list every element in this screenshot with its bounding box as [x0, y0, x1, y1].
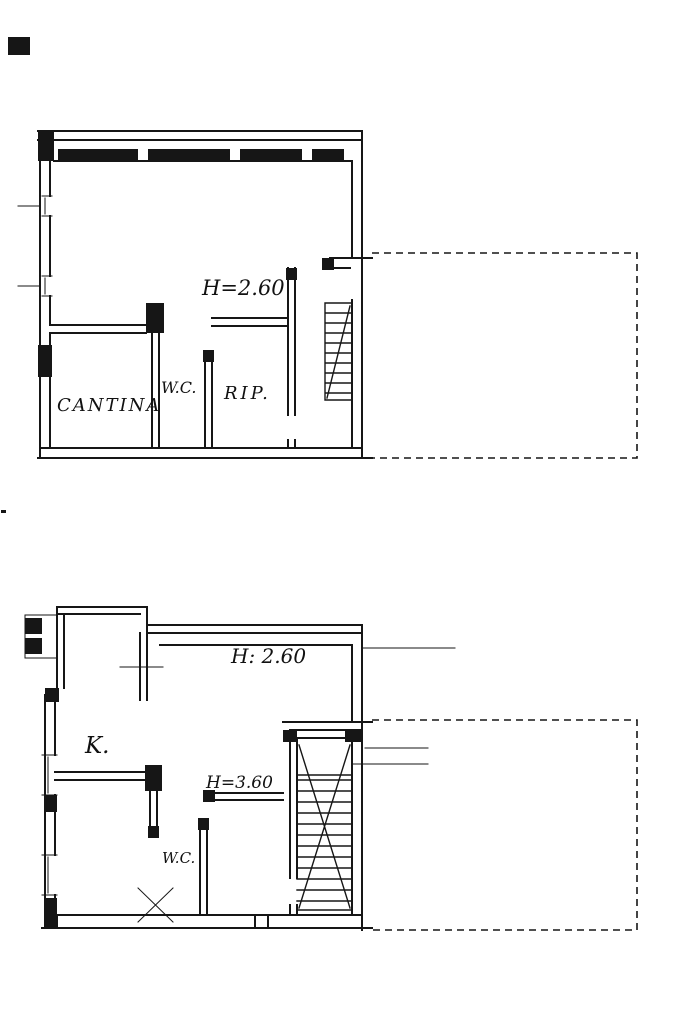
lower-floor-plan: H: 2.60 K. H=3.60 W.C. [24, 606, 638, 931]
room-label-wc-lower: W.C. [162, 849, 195, 867]
upper-plan-staircase [324, 302, 353, 401]
scan-speck [1, 510, 6, 513]
room-label-wc-upper: W.C. [161, 378, 197, 397]
upper-plan-wall-fills [38, 131, 344, 377]
room-label-kitchen: K. [84, 733, 110, 759]
lower-plan-walls [41, 606, 373, 931]
lower-plan-staircase [296, 744, 353, 911]
upper-floor-plan: H=2.60 CANTINA W.C. RIP. [17, 130, 638, 459]
scan-corner-mark [8, 37, 30, 55]
lower-plan-door-swing [137, 887, 174, 923]
lower-plan-height-label: H: 2.60 [230, 644, 306, 668]
lower-plan-stair-height-label: H=3.60 [205, 773, 273, 793]
upper-plan-dashed-extension [372, 252, 638, 459]
upper-plan-window-marks [17, 195, 53, 297]
room-label-cantina: CANTINA [57, 395, 161, 416]
lower-plan-dashed-extension [372, 719, 638, 931]
upper-plan-height-label: H=2.60 [201, 276, 285, 300]
room-label-rip: RIP. [223, 383, 271, 404]
